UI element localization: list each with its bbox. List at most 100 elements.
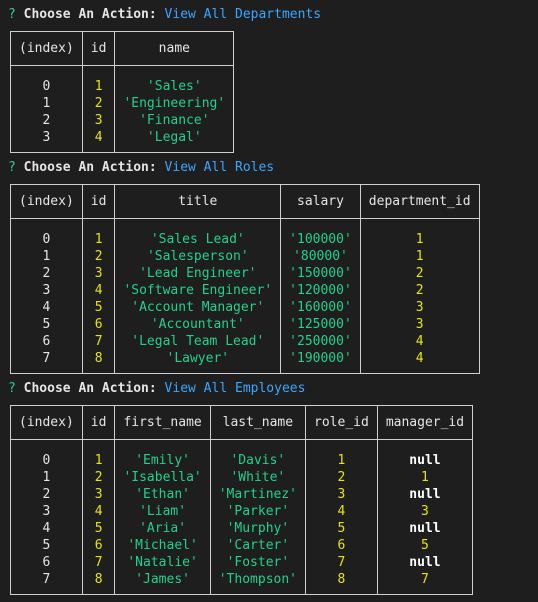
table-cell: 'Natalie' [114, 554, 211, 571]
spacer-cell [114, 218, 282, 231]
spacer-cell [114, 65, 235, 78]
column-header: first_name [114, 405, 211, 440]
table-cell: 7 [305, 554, 378, 571]
table-cell: null [377, 520, 474, 537]
table-cell: 1 [82, 231, 116, 248]
table-cell: 'Liam' [114, 503, 211, 520]
prompt-line-departments: ? Choose An Action: View All Departments [8, 7, 321, 23]
selected-action: View All Roles [164, 160, 275, 175]
spacer-cell [305, 439, 378, 452]
table-cell: 'Salesperson' [114, 248, 282, 265]
selected-action: View All Employees [164, 381, 306, 396]
table-cell: 7 [10, 571, 83, 595]
spacer-cell [114, 439, 211, 452]
table-cell: 5 [10, 316, 83, 333]
prompt-label: Choose An Action: [23, 7, 157, 22]
spacer-cell [10, 218, 83, 231]
prompt-label: Choose An Action: [23, 160, 157, 175]
table-cell: 7 [10, 350, 83, 374]
table-cell: 'Software Engineer' [114, 282, 282, 299]
table-cell: 'Davis' [210, 452, 307, 469]
table-cell: 0 [10, 452, 83, 469]
table-cell: 3 [82, 112, 116, 129]
table-cell: 'Martinez' [210, 486, 307, 503]
table-cell: 1 [305, 452, 378, 469]
column-header: (index) [10, 405, 83, 440]
table-cell: 1 [10, 469, 83, 486]
table-cell: 2 [360, 282, 480, 299]
table-cell: 6 [305, 537, 378, 554]
table-cell: 8 [305, 571, 378, 595]
table-cell: 6 [82, 537, 116, 554]
table-cell: 8 [82, 571, 116, 595]
table-cell: 5 [10, 537, 83, 554]
table-cell: 2 [360, 265, 480, 282]
table-cell: 5 [305, 520, 378, 537]
table-cell: '250000' [280, 333, 361, 350]
table-cell: 4 [10, 299, 83, 316]
table-cell: 4 [82, 282, 116, 299]
table-cell: 8 [82, 350, 116, 374]
table-cell: 'Engineering' [114, 95, 235, 112]
table-cell: 'Parker' [210, 503, 307, 520]
table-cell: null [377, 486, 474, 503]
column-header: id [82, 184, 116, 219]
table-cell: 'Ethan' [114, 486, 211, 503]
column-header: department_id [360, 184, 480, 219]
table-cell: 3 [360, 316, 480, 333]
table-cell: '120000' [280, 282, 361, 299]
table-cell: 3 [305, 486, 378, 503]
table-cell: 'Finance' [114, 112, 235, 129]
spacer-cell [377, 439, 474, 452]
table-cell: 2 [10, 112, 83, 129]
table-cell: 4 [360, 350, 480, 374]
table-cell: 'Lead Engineer' [114, 265, 282, 282]
table-cell: '125000' [280, 316, 361, 333]
spacer-cell [10, 65, 83, 78]
column-header: title [114, 184, 282, 219]
table-cell: '190000' [280, 350, 361, 374]
table-cell: 3 [10, 129, 83, 153]
spacer-cell [82, 439, 116, 452]
table-cell: 4 [360, 333, 480, 350]
table-cell: 'Foster' [210, 554, 307, 571]
spacer-cell [210, 439, 307, 452]
table-cell: 1 [360, 231, 480, 248]
table-cell: 'James' [114, 571, 211, 595]
table-cell: 2 [305, 469, 378, 486]
prompt-question-mark: ? [8, 7, 16, 22]
prompt-question-mark: ? [8, 160, 16, 175]
table-cell: 'Aria' [114, 520, 211, 537]
table-cell: 3 [10, 282, 83, 299]
column-header: id [82, 405, 116, 440]
table-cell: 'Thompson' [210, 571, 307, 595]
table-cell: 3 [82, 486, 116, 503]
table-cell: 3 [10, 503, 83, 520]
table-cell: 'Sales' [114, 78, 235, 95]
column-header: role_id [305, 405, 378, 440]
table-cell: 5 [82, 520, 116, 537]
table-cell: 2 [10, 486, 83, 503]
table-cell: null [377, 554, 474, 571]
spacer-cell [82, 218, 116, 231]
table-cell: 4 [305, 503, 378, 520]
column-header: last_name [210, 405, 307, 440]
spacer-cell [360, 218, 480, 231]
table-cell: 'Accountant' [114, 316, 282, 333]
prompt-line-employees: ? Choose An Action: View All Employees [8, 381, 305, 397]
table-cell: 7 [82, 333, 116, 350]
